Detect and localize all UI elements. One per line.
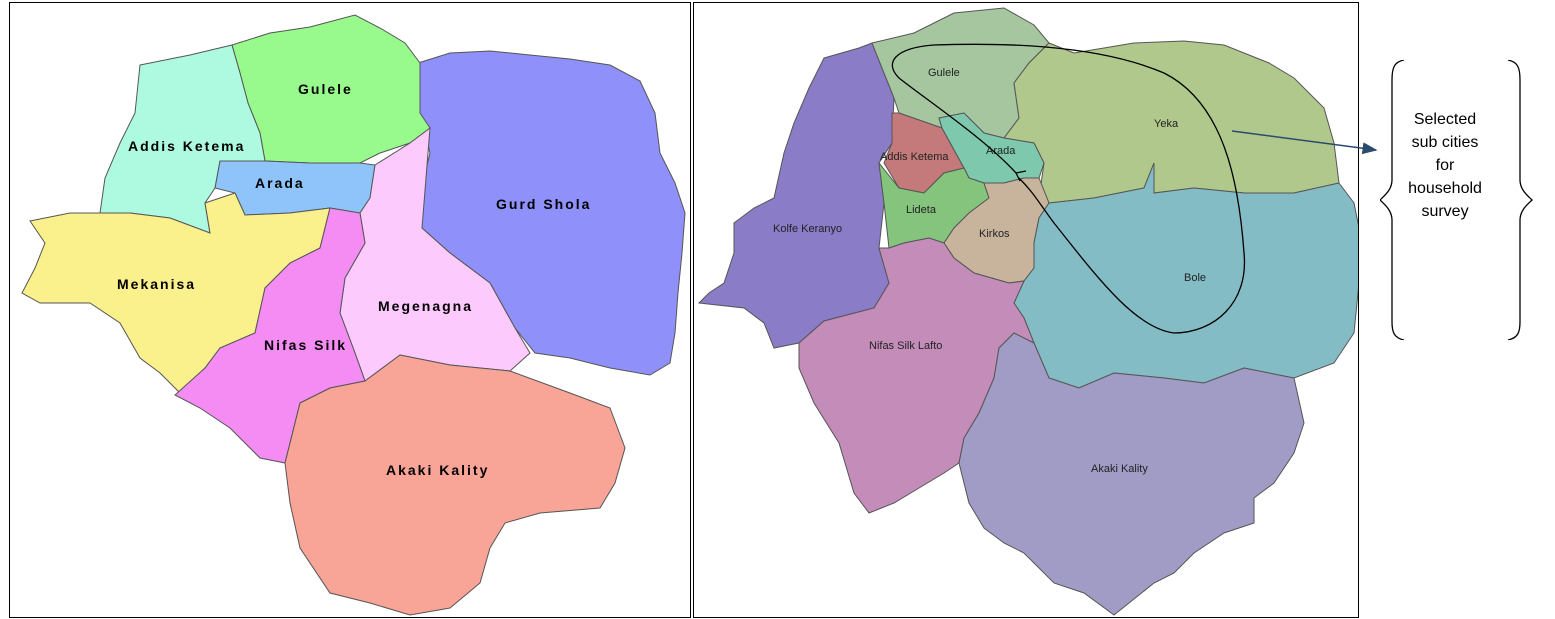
label-akaki-kality: Akaki Kality <box>386 462 489 478</box>
callout-braces <box>1380 60 1533 340</box>
label-nifas-silk: Nifas Silk <box>264 337 347 353</box>
region-addis-ketema[interactable] <box>99 44 266 234</box>
callout-line: sub cities <box>1411 134 1479 151</box>
region-akaki-kality[interactable] <box>284 354 626 616</box>
left-map: Addis Ketema Gulele Arada Gurd Shola Mek… <box>21 14 686 616</box>
label-kolfe-keranyo: Kolfe Keranyo <box>773 223 842 235</box>
label-arada: Arada <box>986 145 1016 157</box>
region-akaki-kality[interactable] <box>958 332 1305 616</box>
callout-text: Selected sub cities for household survey <box>1390 108 1500 223</box>
left-map-panel: Addis Ketema Gulele Arada Gurd Shola Mek… <box>9 2 691 618</box>
label-gulele: Gulele <box>928 67 960 79</box>
right-map: Gulele Yeka Addis Ketema Arada Lideta Ki… <box>697 7 1358 616</box>
label-gulele: Gulele <box>298 81 353 97</box>
label-addis-ketema: Addis Ketema <box>128 138 245 154</box>
callout-line: Selected <box>1413 111 1477 128</box>
label-lideta: Lideta <box>906 204 937 216</box>
label-akaki-kality: Akaki Kality <box>1091 463 1148 475</box>
selection-loop <box>891 43 1246 334</box>
label-nifas-silk-lafto: Nifas Silk Lafto <box>869 340 942 352</box>
label-arada: Arada <box>255 175 305 191</box>
selection-loop-arrowhead <box>1015 170 1027 182</box>
label-bole: Bole <box>1184 272 1206 284</box>
region-kolfe-keranyo[interactable] <box>697 42 895 349</box>
right-brace <box>1507 60 1533 340</box>
region-nifas-silk[interactable] <box>174 207 366 464</box>
callout-line: household <box>1408 180 1482 197</box>
callout-line: for <box>1435 157 1455 174</box>
label-yeka: Yeka <box>1154 118 1179 130</box>
label-megenagna: Megenagna <box>378 298 473 314</box>
right-map-panel: Gulele Yeka Addis Ketema Arada Lideta Ki… <box>693 2 1359 618</box>
left-brace <box>1380 60 1405 340</box>
callout-line: survey <box>1421 203 1469 220</box>
label-kirkos: Kirkos <box>979 228 1010 240</box>
label-mekanisa: Mekanisa <box>117 276 196 292</box>
label-gurd-shola: Gurd Shola <box>496 196 591 212</box>
label-addis-ketema: Addis Ketema <box>880 151 949 163</box>
